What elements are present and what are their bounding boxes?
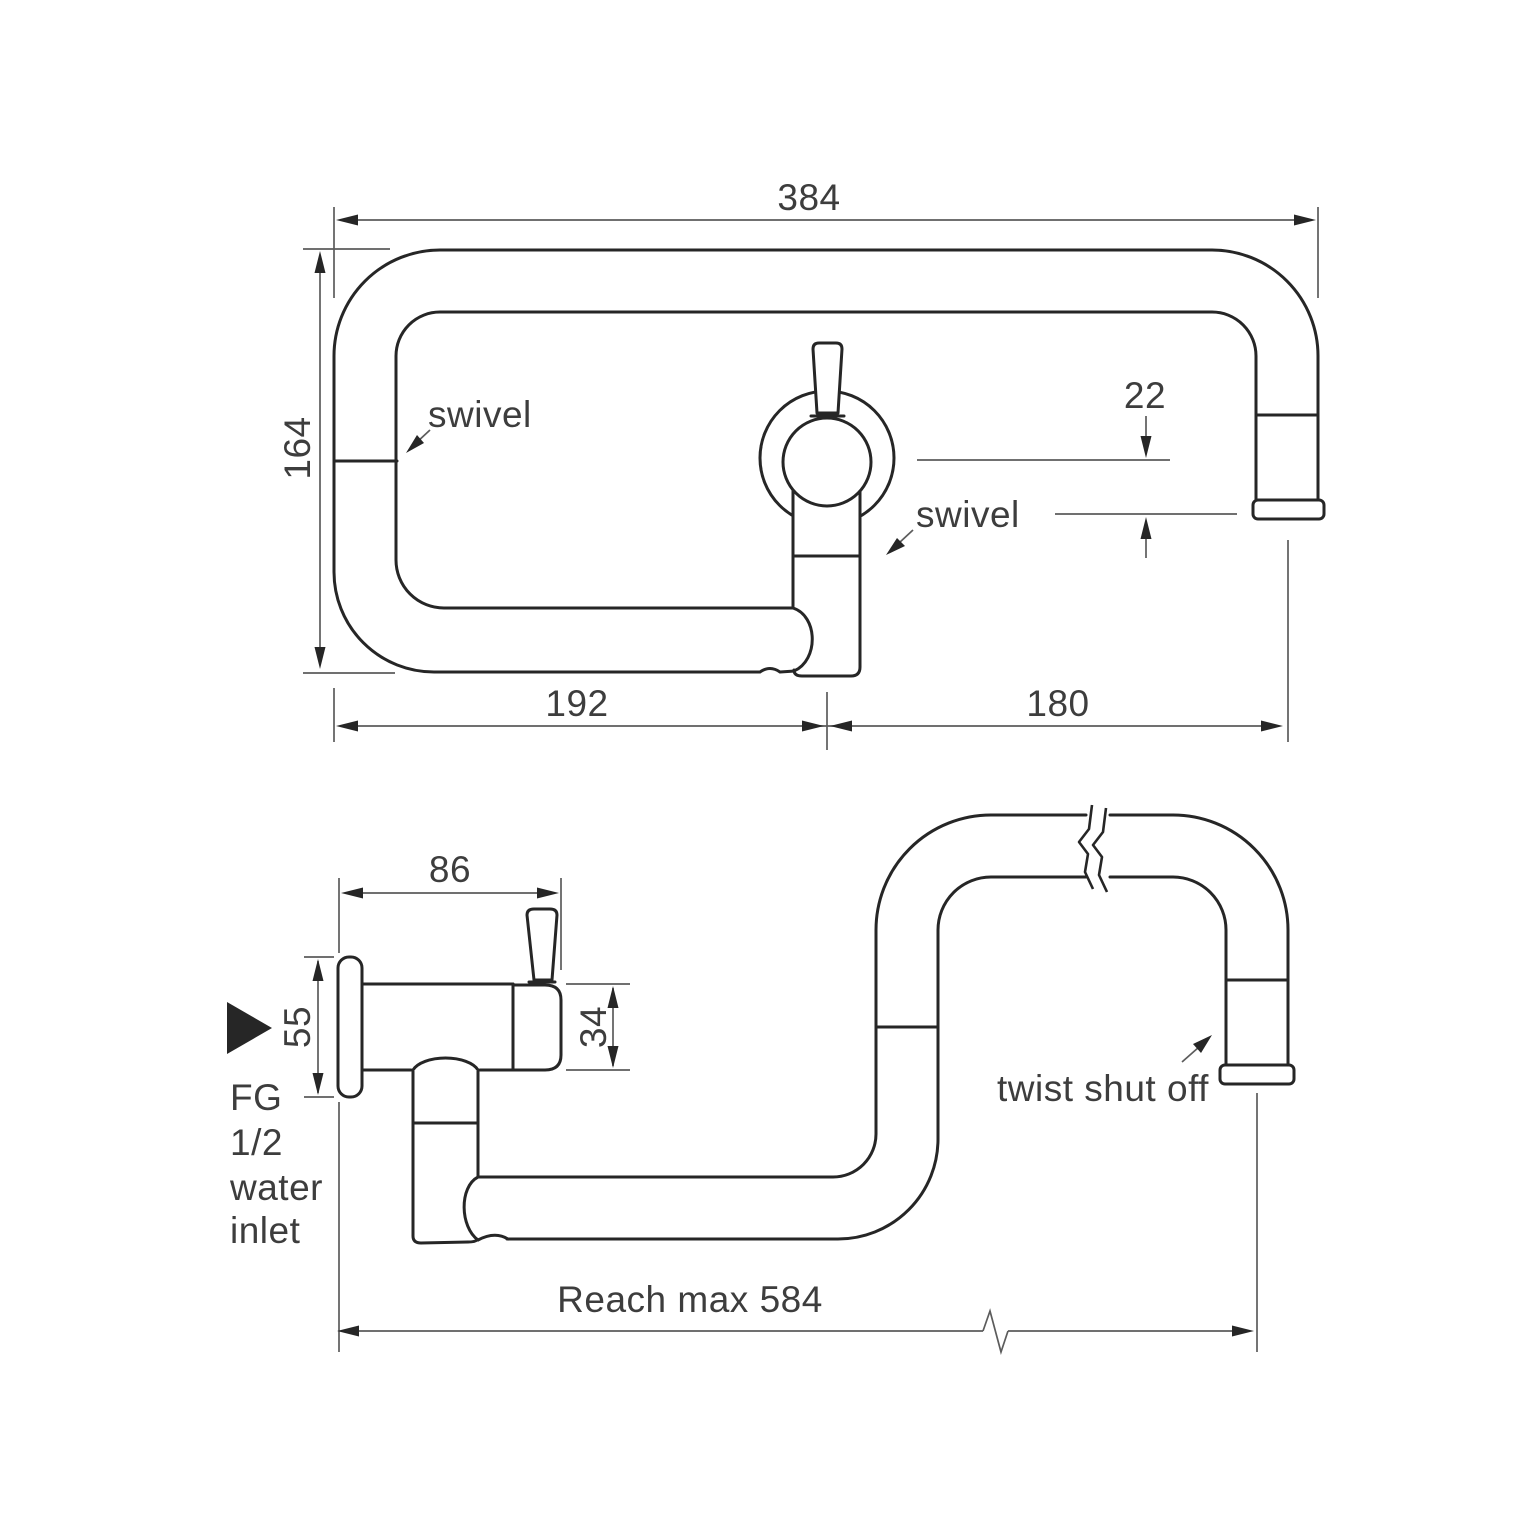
twist-shut-off-label: twist shut off [997,1068,1209,1109]
side-lever-handle [525,907,559,982]
swivel-dome [411,1056,480,1071]
side-dim-valve-body: 34 [566,983,630,1071]
arrowhead-left-icon [341,887,363,899]
water-inlet-callout: FG 1/2 water inlet [227,1002,323,1251]
arrowhead-right-icon [1294,214,1316,226]
plan-callout-swivel-body: swivel [886,494,1020,555]
side-dim-flange: 55 [277,956,334,1098]
side-dim-wall-to-valve: 86 [341,849,562,970]
arrowhead-up-icon [607,986,619,1008]
dim-total-width-value: 384 [777,177,840,218]
break-line [1091,807,1109,893]
dim-line-break [982,1308,1009,1355]
callout-arrow-line [1181,1046,1200,1063]
arch-outer-line-right [1108,813,1290,1067]
callout-arrow-line [898,529,914,544]
arrowhead-right-icon [1232,1325,1254,1337]
arrowhead-right-icon [1261,720,1283,732]
valve-head [511,983,563,1072]
side-nozzle-cap [1218,1063,1296,1086]
arrowhead-icon [886,538,905,555]
wall-flange [336,955,364,1099]
plan-body-column-right-bottom-edge [792,488,862,678]
plan-nozzle-cap [1251,498,1326,521]
dim-depth-value: 164 [277,416,318,479]
drop-block-fill [413,1070,478,1243]
arrowhead-up-icon [314,251,326,273]
plan-dim-outlet-offset: 22 [917,375,1237,558]
arm-silhouette-bump [476,1233,510,1242]
inlet-label-line3: water [229,1167,323,1208]
plan-tube-outer-line [332,248,1320,674]
plan-dim-depth: 164 [277,248,395,674]
arrowhead-icon [1193,1035,1212,1053]
arch-inner-line-right [1108,875,1228,1067]
arrowhead-left-icon [337,1325,359,1337]
arrowhead-up-icon [1140,517,1152,539]
dim-flange-value: 55 [277,1006,318,1048]
dim-left-reach-value: 192 [545,683,608,724]
plan-callout-swivel-spout: swivel [406,394,532,453]
arrowhead-left-icon [830,720,852,732]
inlet-label-line2: 1/2 [230,1122,283,1163]
arrowhead-down-icon [1140,436,1152,458]
arrowhead-down-icon [607,1046,619,1068]
plan-view: 384 164 192 180 22 [277,177,1326,750]
dim-right-reach-value: 180 [1026,683,1089,724]
arrowhead-left-icon [336,214,358,226]
arrowhead-down-icon [312,1073,324,1095]
arrowhead-right-icon [802,720,824,732]
arrowhead-icon [406,435,424,453]
plan-arm-body-fillet [791,606,814,673]
inlet-label-line4: inlet [230,1210,301,1251]
arrowhead-left-icon [336,720,358,732]
side-dim-reach-max: Reach max 584 [337,1093,1258,1355]
inlet-label-line1: FG [230,1077,282,1118]
arrowhead-down-icon [314,647,326,669]
arch-outer-line [476,813,1088,1179]
dim-outlet-offset-value: 22 [1124,375,1166,416]
plan-dim-reach-split: 192 180 [333,540,1289,750]
arrowhead-right-icon [537,887,559,899]
arrowhead-up-icon [312,959,324,981]
dim-wall-to-valve-value: 86 [429,849,471,890]
dim-reach-max-value: Reach max 584 [557,1279,823,1320]
drop-block-left-bottom-edge [411,1068,479,1245]
plan-lever-handle [811,341,844,415]
side-view: FG 1/2 water inlet twist shut off 86 55 [227,804,1296,1355]
plan-dim-total-width: 384 [333,177,1319,298]
plan-swivel-ring-inner [781,416,873,508]
inlet-pointer-icon [227,1002,272,1054]
pipe-break-symbol [1077,804,1109,893]
dim-valve-body-value: 34 [573,1006,614,1048]
swivel-label: swivel [428,394,532,435]
plan-tube-inner-line [394,310,1258,610]
break-line [1077,804,1095,890]
drop-block-fillet [462,1175,480,1242]
swivel-label: swivel [916,494,1020,535]
twist-shut-off-callout: twist shut off [997,1035,1212,1109]
arch-inner-line [505,875,1088,1241]
